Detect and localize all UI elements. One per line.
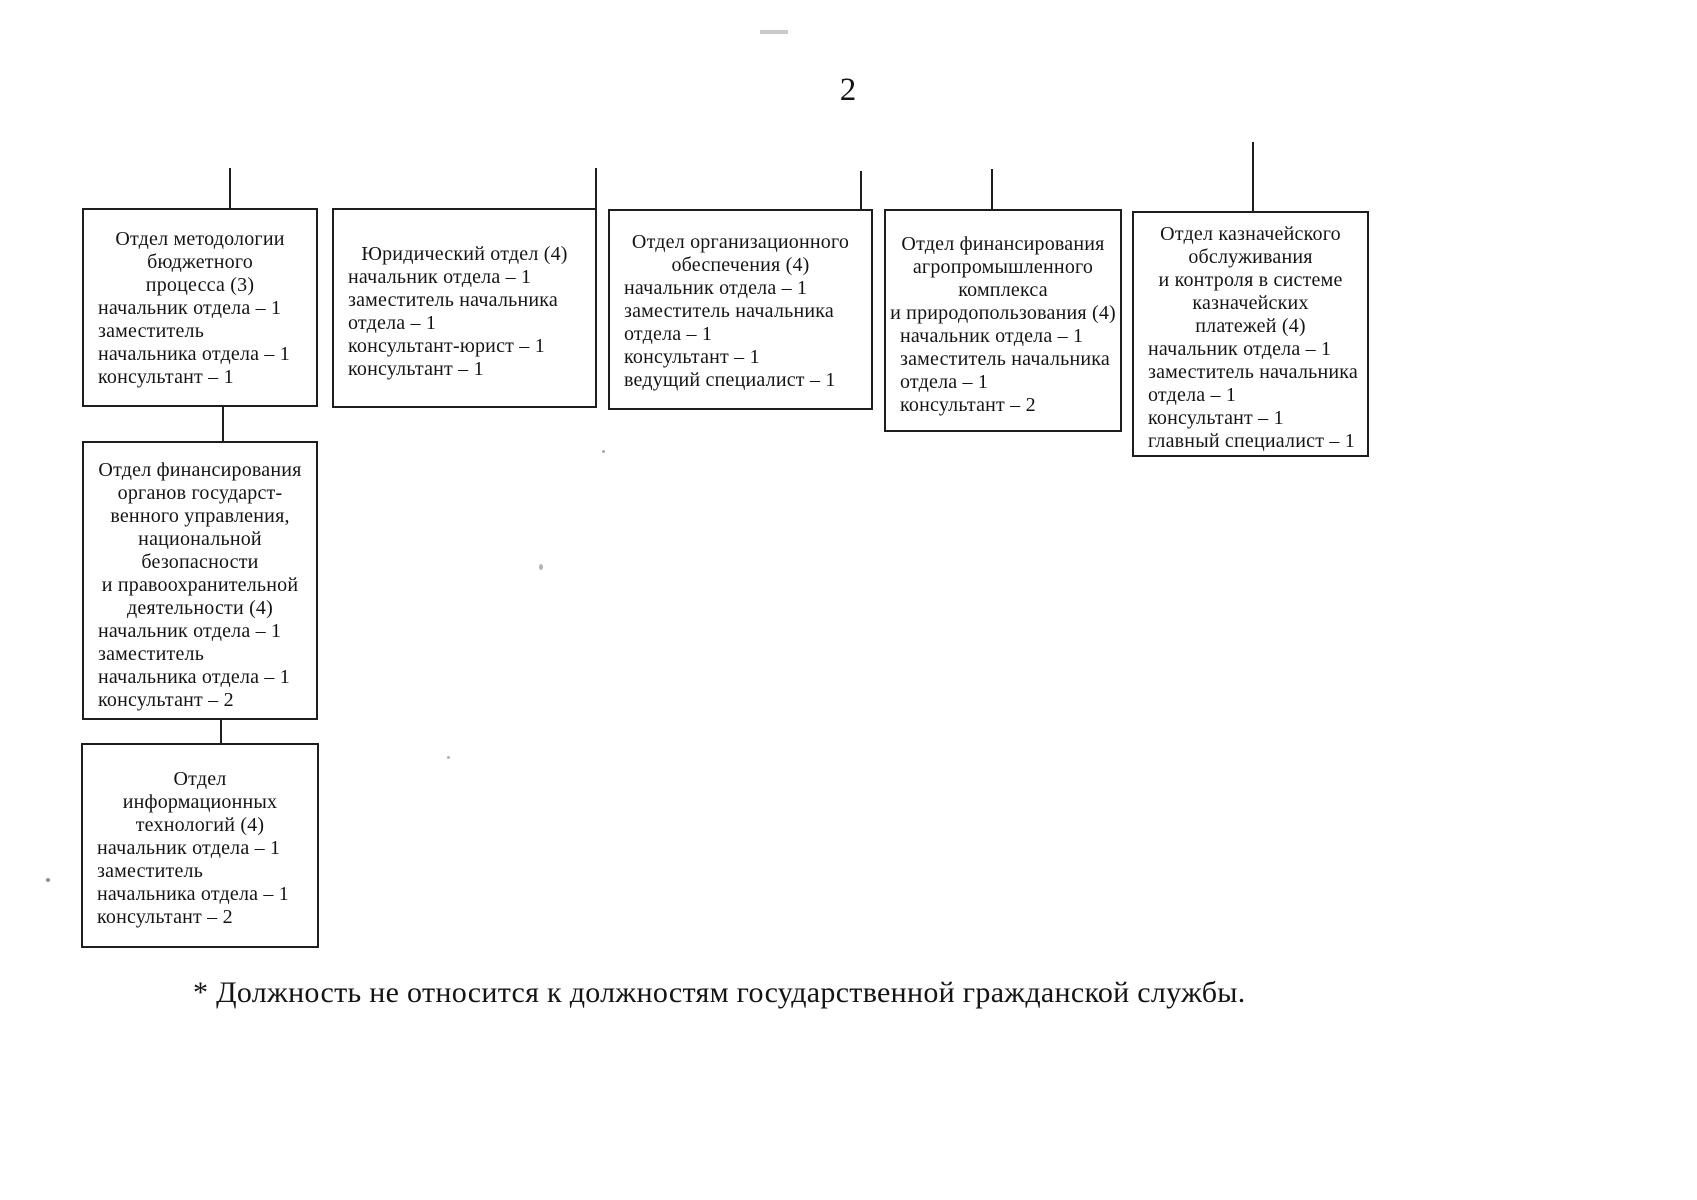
dept-box-line: отдела – 1 [624,323,713,345]
connector-top-box5 [1252,142,1254,212]
dept-box-line: заместитель начальника [348,289,558,311]
dept-box-line: ведущий специалист – 1 [624,369,836,391]
dept-box-line: заместитель начальника [624,300,834,322]
dept-box-line: начальник отдела – 1 [624,277,808,299]
dept-box-line: заместитель [97,860,204,882]
dept-box-line: консультант – 1 [624,346,760,368]
dept-box-line: обеспечения (4) [671,254,810,276]
scan-smudge [760,30,788,34]
dept-box-line: консультант – 2 [98,689,234,711]
dept-box-line: начальник отдела – 1 [1148,338,1332,360]
scan-speck [539,564,543,570]
dept-box-line: и правоохранительной [101,574,299,596]
dept-box-line: Отдел [173,768,227,790]
dept-box-line: обслуживания [1188,246,1313,268]
dept-box-line: венного управления, [110,505,290,527]
dept-box-line: начальника отдела – 1 [98,343,291,365]
dept-box-line: комплекса [958,279,1048,301]
dept-box-line: агропромышленного [912,256,1094,278]
dept-box-line: главный специалист – 1 [1148,430,1355,452]
dept-box-line: Отдел финансирования [98,459,302,481]
dept-box-line: информационных [122,791,278,813]
page-number: 2 [839,72,858,108]
dept-box-line: начальника отдела – 1 [97,883,290,905]
dept-box-line: консультант – 1 [98,366,234,388]
dept-box-line: начальник отдела – 1 [900,325,1084,347]
dept-box-line: деятельности (4) [126,597,273,619]
dept-box-line: отдела – 1 [900,371,989,393]
dept-box-line: начальник отдела – 1 [98,297,282,319]
dept-box-line: консультант – 1 [1148,407,1284,429]
dept-box-line: бюджетного [147,251,253,273]
dept-box-line: платежей (4) [1195,315,1306,337]
dept-box-line: технологий (4) [135,814,265,836]
dept-box-line: консультант – 1 [348,358,484,380]
dept-box-legal: Юридический отдел (4)начальник отдела – … [332,208,597,408]
scan-speck [447,756,450,759]
dept-box-line: казначейских [1192,292,1309,314]
connector-top-box4 [991,169,993,210]
dept-box-line: заместитель [98,643,205,665]
dept-box-line: процесса (3) [145,274,255,296]
dept-box-line: и контроля в системе [1158,269,1343,291]
dept-box-line: консультант – 2 [900,394,1036,416]
dept-box-line: безопасности [141,551,259,573]
scan-speck [602,450,605,453]
dept-box-line: консультант-юрист – 1 [348,335,545,357]
footnote: * Должность не относится к должностям го… [193,976,1246,1009]
dept-box-line: начальника отдела – 1 [98,666,291,688]
dept-box-line: заместитель начальника [900,348,1110,370]
dept-box-line: начальник отдела – 1 [98,620,282,642]
dept-box-line: Отдел методологии [115,228,285,250]
dept-box-line: Отдел казначейского [1160,223,1341,245]
connector-top-box2 [595,168,597,209]
dept-box-line: и природопользования (4) [890,302,1116,324]
dept-box-line: отдела – 1 [348,312,437,334]
connector-box1-box6 [222,406,224,442]
connector-top-box3 [860,171,862,210]
dept-box-line: заместитель начальника [1148,361,1358,383]
scan-speck [46,878,50,882]
connector-top-box1 [229,168,231,208]
dept-box-line: заместитель [98,320,205,342]
dept-box-line: начальник отдела – 1 [348,266,532,288]
dept-box-line: отдела – 1 [1148,384,1237,406]
dept-box-line: Отдел организационного [631,231,850,253]
dept-box-line: органов государст- [117,482,283,504]
dept-box-line: Юридический отдел (4) [361,243,568,265]
dept-box-line: Отдел финансирования [901,233,1105,255]
dept-box-line: начальник отдела – 1 [97,837,281,859]
dept-box-line: национальной [138,528,262,550]
dept-box-line: консультант – 2 [97,906,233,928]
connector-box6-box7 [220,719,222,744]
